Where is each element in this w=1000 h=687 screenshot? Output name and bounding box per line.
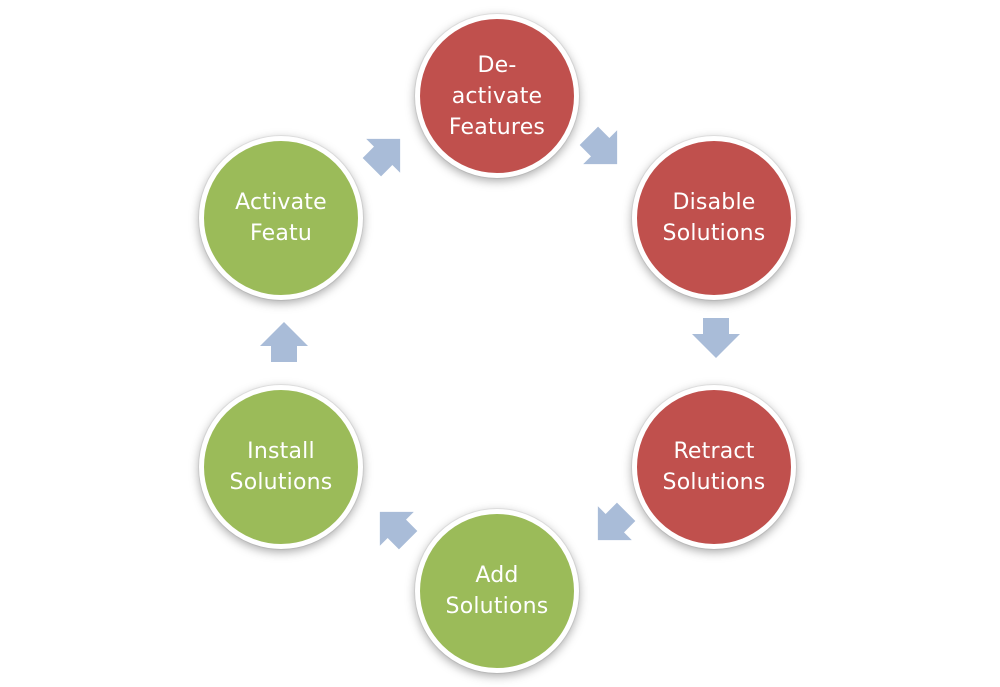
node-label: Retract Solutions	[663, 436, 766, 498]
node-label-line: Solutions	[662, 221, 766, 246]
node-label-line: Disable	[672, 190, 756, 215]
node-label-line: Install	[247, 439, 315, 464]
chevron-arrow-icon	[379, 511, 418, 550]
node-label-line: Featu	[249, 221, 313, 246]
node-retract-solutions: Retract Solutions	[632, 385, 796, 549]
node-label: De- activate Features	[449, 50, 545, 143]
node-label-line: De-	[477, 52, 517, 78]
node-label-line: Features	[448, 114, 546, 140]
node-label: Add Solutions	[446, 560, 549, 622]
chevron-arrow-icon	[260, 322, 308, 362]
node-label: Disable Solutions	[663, 187, 766, 249]
node-label-line: Retract	[673, 439, 755, 464]
node-activate-features: Activate Featu	[199, 136, 363, 300]
node-label-line: activate	[451, 83, 543, 109]
node-label-line: Add	[475, 563, 519, 588]
node-label-line: Solutions	[445, 594, 549, 619]
chevron-arrow-icon	[597, 502, 636, 541]
node-label-line: Solutions	[229, 470, 333, 495]
node-deactivate-features: De- activate Features	[415, 14, 579, 178]
node-add-solutions: Add Solutions	[415, 509, 579, 673]
node-install-solutions: Install Solutions	[199, 385, 363, 549]
chevron-arrow-icon	[362, 138, 401, 177]
node-disable-solutions: Disable Solutions	[632, 136, 796, 300]
node-label: Activate Featu	[235, 187, 327, 249]
chevron-arrow-icon	[692, 318, 740, 358]
node-label-line: Activate	[235, 190, 327, 215]
chevron-arrow-icon	[579, 126, 618, 165]
node-label: Install Solutions	[230, 436, 333, 498]
node-label-line: Solutions	[662, 470, 766, 495]
